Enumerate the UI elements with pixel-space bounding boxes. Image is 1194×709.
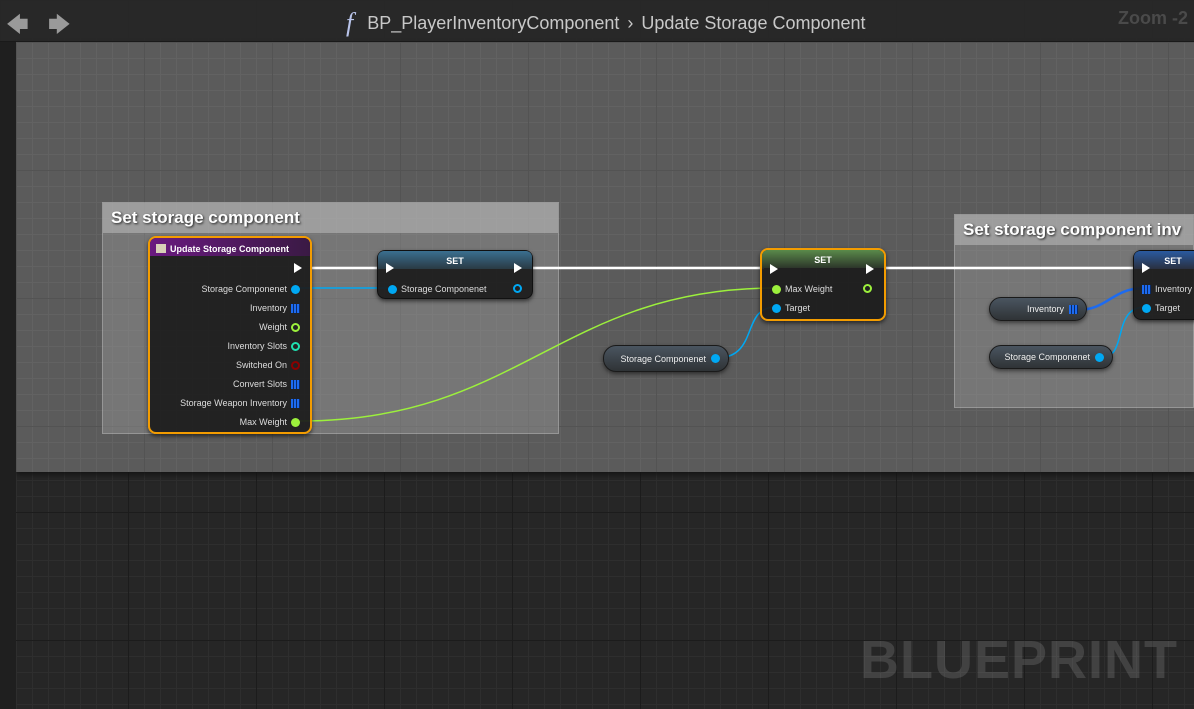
exec-out-pin[interactable] (514, 263, 522, 273)
zoom-level: Zoom -2 (1118, 8, 1188, 28)
object-pin[interactable] (1142, 303, 1151, 313)
pin-label: Switched On (235, 360, 287, 370)
pin-label: Storage Componenet (401, 284, 487, 294)
storage-componenet-getter[interactable]: Storage Componenet (989, 345, 1113, 369)
pin-label: Target (1155, 303, 1181, 313)
float-pin[interactable] (291, 322, 300, 332)
object-pin[interactable] (291, 284, 300, 294)
pin-label: Max Weight (239, 417, 287, 427)
pin-label: Inventory (249, 303, 287, 313)
pin-label: Storage Componenet (201, 284, 287, 294)
var-label: Storage Componenet (1004, 352, 1090, 362)
bool-pin[interactable] (291, 360, 300, 370)
pin-label: Convert Slots (232, 379, 287, 389)
left-panel-edge (0, 42, 16, 709)
node-title: SET (378, 251, 532, 269)
pin-label: Inventory (1155, 284, 1193, 294)
object-pin[interactable] (388, 284, 397, 294)
array-pin[interactable] (291, 303, 300, 313)
graph-toolbar (0, 0, 1194, 42)
function-entry-icon (156, 244, 166, 253)
set-inventory-node[interactable]: SET Inventory Target (1133, 250, 1194, 320)
node-title: Update Storage Component (170, 243, 290, 254)
breadcrumb-separator: › (627, 12, 634, 33)
breadcrumb: f BP_PlayerInventoryComponent › Update S… (346, 8, 866, 38)
exec-out-pin[interactable] (866, 264, 874, 274)
exec-in-pin[interactable] (386, 263, 394, 273)
node-header: Update Storage Component (150, 238, 310, 256)
object-out-pin[interactable] (513, 284, 522, 293)
function-icon: f (346, 8, 354, 37)
pin-label: Target (785, 303, 811, 313)
array-pin[interactable] (1142, 284, 1151, 294)
float-out-pin[interactable] (863, 284, 872, 293)
back-arrow-icon[interactable]: 🡄 (6, 12, 29, 37)
comment-title: Set storage component (103, 203, 558, 233)
forward-arrow-icon[interactable]: 🡆 (48, 12, 71, 37)
inventory-getter[interactable]: Inventory (989, 297, 1087, 321)
object-pin[interactable] (772, 303, 781, 313)
function-entry-node[interactable]: Update Storage Component Storage Compone… (148, 236, 312, 434)
storage-componenet-getter[interactable]: Storage Componenet (603, 345, 729, 372)
var-label: Inventory (1026, 304, 1064, 314)
exec-out-pin[interactable] (294, 263, 302, 273)
pin-label: Weight (259, 322, 287, 332)
object-pin[interactable] (1095, 352, 1104, 362)
pin-label: Inventory Slots (227, 341, 287, 351)
set-max-weight-node[interactable]: SET Max Weight Target (760, 248, 886, 321)
array-pin[interactable] (291, 398, 300, 408)
pin-label: Storage Weapon Inventory (180, 398, 287, 408)
array-pin[interactable] (291, 379, 300, 389)
comment-title: Set storage component inv (955, 215, 1193, 245)
blueprint-watermark: BLUEPRINT (860, 630, 1178, 690)
float-pin[interactable] (772, 284, 781, 294)
float-wire (299, 287, 777, 422)
float-pin[interactable] (291, 417, 300, 427)
object-pin[interactable] (711, 354, 720, 363)
exec-in-pin[interactable] (770, 264, 778, 274)
breadcrumb-blueprint[interactable]: BP_PlayerInventoryComponent (367, 12, 620, 33)
exec-in-pin[interactable] (1142, 263, 1150, 273)
set-storage-node[interactable]: SET Storage Componenet (377, 250, 533, 299)
array-pin[interactable] (1069, 304, 1078, 314)
breadcrumb-graph[interactable]: Update Storage Component (641, 12, 866, 33)
node-title: SET (762, 250, 884, 268)
var-label: Storage Componenet (620, 353, 706, 364)
int-pin[interactable] (291, 341, 300, 351)
pin-label: Max Weight (785, 284, 833, 294)
